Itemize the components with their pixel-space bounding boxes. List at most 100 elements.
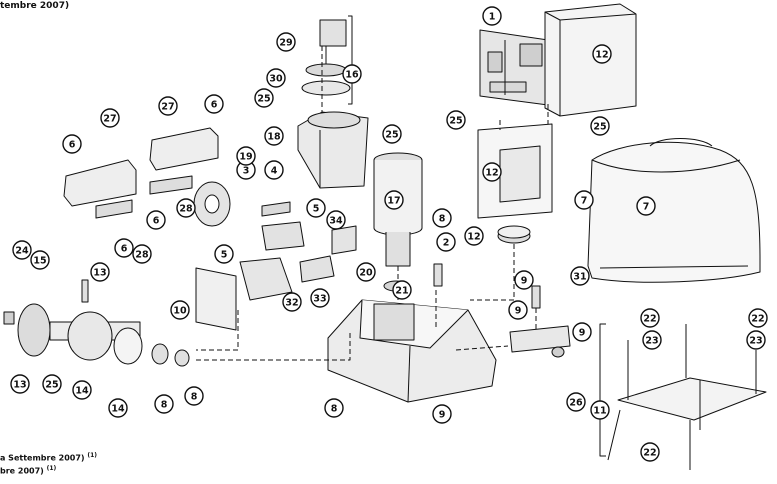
callout-label: 28 xyxy=(135,250,149,261)
callout-label: 13 xyxy=(93,268,106,279)
callout-6: 6 xyxy=(204,94,224,114)
callout-28: 28 xyxy=(176,198,196,218)
callout-label: 4 xyxy=(271,166,278,177)
callout-24: 24 xyxy=(12,240,32,260)
callout-label: 10 xyxy=(173,306,187,317)
callout-23: 23 xyxy=(642,330,662,350)
callout-26: 26 xyxy=(566,392,586,412)
callout-29: 29 xyxy=(276,32,296,52)
callout-27: 27 xyxy=(100,108,120,128)
callout-label: 14 xyxy=(111,404,125,415)
callout-label: 9 xyxy=(521,276,528,287)
callout-label: 23 xyxy=(645,336,658,347)
bottom-note-1-sup: (1) xyxy=(87,452,98,459)
callout-label: 19 xyxy=(239,152,252,163)
callout-label: 25 xyxy=(257,94,270,105)
callout-32: 32 xyxy=(282,292,302,312)
callout-label: 25 xyxy=(449,116,462,127)
gearbox-housing xyxy=(327,299,497,403)
callout-label: 5 xyxy=(221,250,228,261)
callout-10: 10 xyxy=(170,300,190,320)
callout-25: 25 xyxy=(590,116,610,136)
bottom-note-1: a Settembre 2007) (1) xyxy=(0,452,97,463)
callout-13: 13 xyxy=(10,374,30,394)
callout-27: 27 xyxy=(158,96,178,116)
callout-6: 6 xyxy=(114,238,134,258)
callout-label: 34 xyxy=(329,216,343,227)
callout-9: 9 xyxy=(572,322,592,342)
callout-label: 6 xyxy=(153,216,160,227)
callout-31: 31 xyxy=(570,266,590,286)
callout-2: 2 xyxy=(436,232,456,252)
callout-label: 5 xyxy=(313,204,320,215)
callout-21: 21 xyxy=(392,280,412,300)
callout-14: 14 xyxy=(72,380,92,400)
bottom-note-1-text: a Settembre 2007) xyxy=(0,453,85,463)
callout-label: 24 xyxy=(15,246,29,257)
callout-28: 28 xyxy=(132,244,152,264)
callout-label: 8 xyxy=(191,392,198,403)
callout-label: 22 xyxy=(643,448,656,459)
bottom-note-2-sup: (1) xyxy=(46,465,57,472)
callout-6: 6 xyxy=(146,210,166,230)
callout-25: 25 xyxy=(42,374,62,394)
callout-4: 4 xyxy=(264,160,284,180)
callout-19: 19 xyxy=(236,146,256,166)
callout-14: 14 xyxy=(108,398,128,418)
callout-label: 7 xyxy=(643,202,650,213)
callout-label: 1 xyxy=(489,12,496,23)
callout-label: 8 xyxy=(161,400,168,411)
callout-9: 9 xyxy=(514,270,534,290)
callout-label: 18 xyxy=(267,132,281,143)
callout-34: 34 xyxy=(326,210,346,230)
callout-6: 6 xyxy=(62,134,82,154)
callout-label: 6 xyxy=(121,244,128,255)
top-note: tembre 2007) xyxy=(0,1,70,11)
callout-5: 5 xyxy=(306,198,326,218)
callout-9: 9 xyxy=(508,300,528,320)
bottom-note-2-text: bre 2007) xyxy=(0,466,44,476)
callout-8: 8 xyxy=(324,398,344,418)
callout-12: 12 xyxy=(592,44,612,64)
callout-label: 13 xyxy=(13,380,26,391)
encoder-assembly xyxy=(301,19,351,96)
callout-12: 12 xyxy=(482,162,502,182)
callout-label: 7 xyxy=(581,196,588,207)
callout-8: 8 xyxy=(154,394,174,414)
foundation-plate xyxy=(607,324,767,470)
callout-label: 29 xyxy=(279,38,292,49)
callout-label: 30 xyxy=(269,74,283,85)
callout-label: 26 xyxy=(569,398,583,409)
callout-13: 13 xyxy=(90,262,110,282)
callout-label: 14 xyxy=(75,386,89,397)
callout-11: 11 xyxy=(590,400,610,420)
bottom-note-2: bre 2007) (1) xyxy=(0,465,56,476)
callout-label: 9 xyxy=(579,328,586,339)
release-mechanism xyxy=(195,201,357,331)
callout-label: 9 xyxy=(439,410,446,421)
motor-bracket xyxy=(297,111,369,189)
callout-8: 8 xyxy=(432,208,452,228)
cable-grommet xyxy=(497,225,531,244)
output-shaft-assembly xyxy=(3,279,190,367)
callout-12: 12 xyxy=(464,226,484,246)
limit-switch-parts xyxy=(63,127,231,227)
callout-22: 22 xyxy=(748,308,768,328)
callout-label: 23 xyxy=(749,336,762,347)
callout-label: 32 xyxy=(285,298,298,309)
callout-9: 9 xyxy=(432,404,452,424)
callout-label: 2 xyxy=(443,238,450,249)
callout-7: 7 xyxy=(574,190,594,210)
bracket-11 xyxy=(599,323,606,457)
callout-30: 30 xyxy=(266,68,286,88)
callout-label: 17 xyxy=(387,196,400,207)
callout-5: 5 xyxy=(214,244,234,264)
callout-label: 16 xyxy=(345,70,359,81)
release-lever xyxy=(433,263,571,358)
callout-label: 6 xyxy=(69,140,76,151)
main-cover xyxy=(587,138,761,283)
callout-label: 9 xyxy=(515,306,522,317)
callout-33: 33 xyxy=(310,288,330,308)
